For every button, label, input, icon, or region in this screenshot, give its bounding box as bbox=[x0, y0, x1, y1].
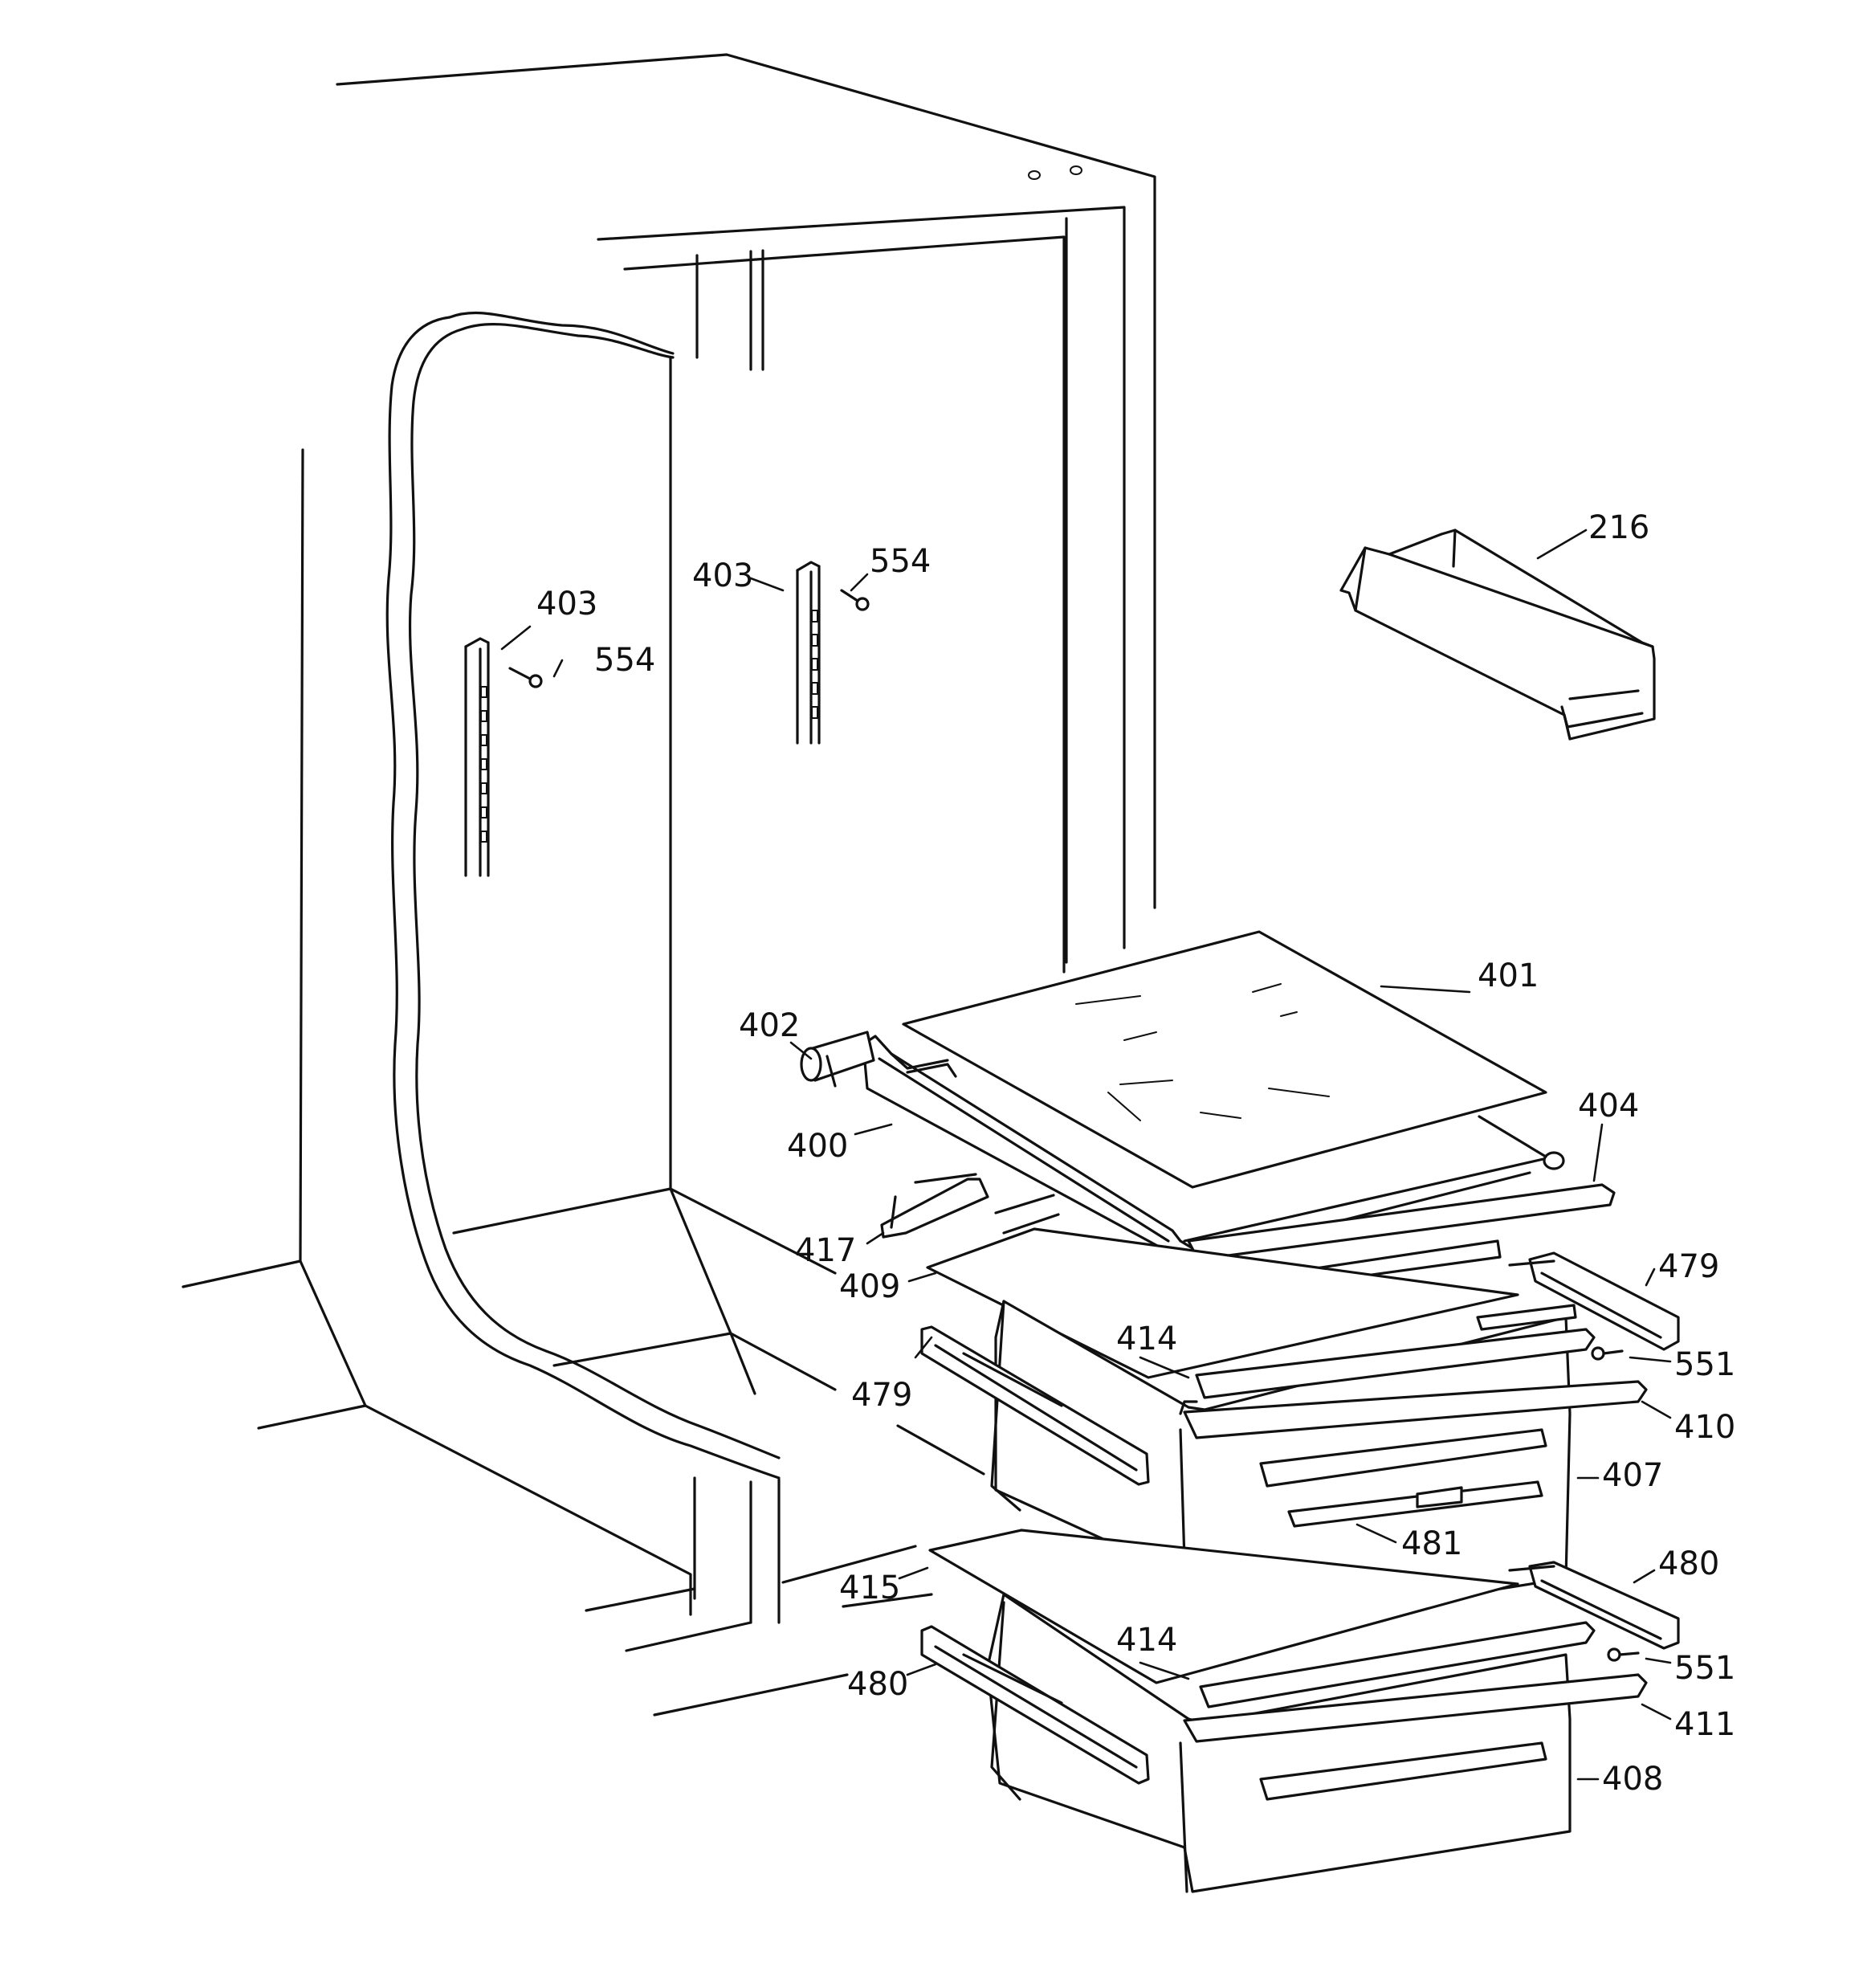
callout-408: 408 bbox=[1602, 1761, 1663, 1798]
screw-551-lower bbox=[1607, 1647, 1640, 1662]
callout-409: 409 bbox=[839, 1268, 900, 1305]
callout-415: 415 bbox=[839, 1570, 900, 1606]
glass-shelf bbox=[902, 930, 1547, 1189]
callout-400: 400 bbox=[787, 1128, 848, 1165]
callout-551-upper: 551 bbox=[1674, 1346, 1735, 1383]
callout-554-left: 554 bbox=[594, 642, 655, 679]
callout-480-right: 480 bbox=[1658, 1545, 1719, 1582]
callout-479-left: 479 bbox=[851, 1377, 912, 1414]
pan-408 bbox=[986, 1593, 1648, 1893]
slide-rail-479-right bbox=[1508, 1251, 1680, 1351]
screw-551-upper bbox=[1591, 1346, 1624, 1361]
callout-554-right: 554 bbox=[870, 543, 931, 580]
callout-403-left: 403 bbox=[536, 586, 597, 623]
callout-414-lower: 414 bbox=[1116, 1622, 1177, 1659]
callout-407: 407 bbox=[1602, 1457, 1663, 1494]
callout-labels: 216 401 402 400 417 409 404 479 551 410 … bbox=[536, 509, 1735, 1798]
callout-401: 401 bbox=[1478, 957, 1539, 994]
callout-479-right: 479 bbox=[1658, 1248, 1719, 1285]
slide-rail-479-left bbox=[920, 1325, 1150, 1486]
slide-rail-480-right bbox=[1508, 1561, 1680, 1650]
callout-480-left: 480 bbox=[847, 1666, 908, 1703]
callout-414-upper: 414 bbox=[1116, 1321, 1177, 1357]
shelf-ladder-right bbox=[796, 561, 821, 745]
pan-cover-415 bbox=[928, 1529, 1519, 1684]
callout-216: 216 bbox=[1588, 509, 1649, 546]
callout-481: 481 bbox=[1401, 1525, 1462, 1562]
callout-411: 411 bbox=[1674, 1706, 1735, 1743]
callout-417: 417 bbox=[795, 1232, 856, 1269]
callout-410: 410 bbox=[1674, 1409, 1735, 1446]
door-bin bbox=[1339, 529, 1656, 741]
callout-404: 404 bbox=[1578, 1088, 1639, 1125]
shelf-bracket-402 bbox=[800, 1031, 875, 1088]
callout-402: 402 bbox=[739, 1007, 800, 1044]
shelf-ladder-left bbox=[464, 637, 490, 877]
shelf-frame bbox=[862, 1035, 1565, 1261]
leader-lines bbox=[500, 529, 1672, 1781]
screw-554-left bbox=[508, 667, 543, 688]
screw-554-right bbox=[840, 589, 870, 611]
slide-rail-480-left bbox=[920, 1625, 1150, 1785]
callout-403-right: 403 bbox=[692, 557, 753, 594]
callout-551-lower: 551 bbox=[1674, 1650, 1735, 1687]
refrigerator-cabinet bbox=[181, 53, 1156, 1717]
trim-417 bbox=[880, 1173, 1060, 1239]
